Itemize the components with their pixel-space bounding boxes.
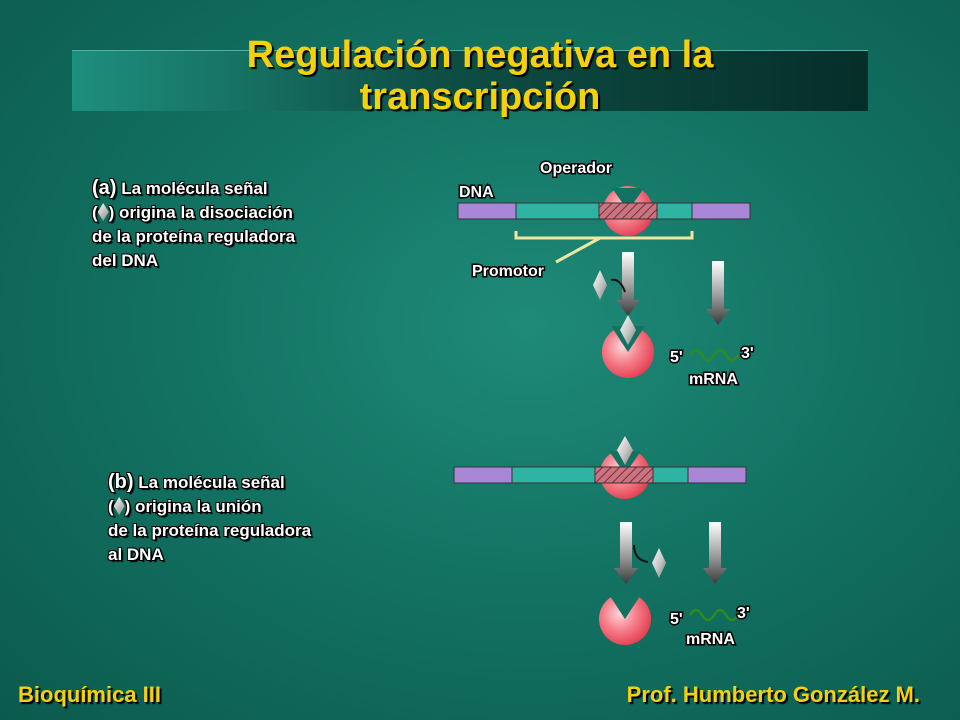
page-title: Regulación negativa en la transcripción	[130, 34, 830, 118]
panel-a-line-3: de la proteína reguladora	[92, 227, 296, 246]
transcription-arrow-icon	[706, 261, 730, 325]
mrna-label-b: mRNA	[686, 631, 735, 648]
signal-molecule-icon	[97, 203, 109, 221]
mrna-label-a: mRNA	[689, 371, 738, 388]
title-line-1: Regulación negativa en la	[246, 34, 714, 76]
signal-molecule-bound-icon	[620, 315, 636, 345]
repressor-notch-free-b	[608, 593, 642, 619]
panel-a-label: (a)	[92, 177, 117, 199]
operator-region-a	[598, 202, 658, 220]
footer-author: Prof. Humberto González M.	[626, 682, 920, 707]
operator-region-b	[594, 466, 654, 484]
panel-b-label: (b)	[108, 471, 134, 493]
mrna-strand-b	[688, 608, 740, 622]
binding-curve-icon	[633, 544, 649, 563]
panel-a-line-1: La molécula señal	[121, 179, 268, 198]
three-prime-label-a: 3'	[741, 345, 754, 362]
signal-molecule-icon	[593, 270, 607, 300]
panel-a-line-2: ) origina la disociación	[108, 203, 293, 222]
panel-b-line-2: ) origina la unión	[124, 497, 262, 516]
mrna-strand-a	[688, 348, 740, 362]
five-prime-label-a: 5'	[670, 349, 683, 366]
operator-label: Operador	[540, 160, 612, 177]
signal-molecule-icon	[652, 548, 666, 578]
panel-b-line-3: de la proteína reguladora	[108, 521, 312, 540]
panel-b-paren: (	[108, 497, 114, 516]
title-line-2: transcripción	[359, 76, 601, 118]
panel-b-description: (b) La molécula señal ( ) origina la unió…	[108, 470, 311, 567]
transcription-arrow-icon	[703, 522, 727, 584]
promoter-pointer	[555, 236, 601, 264]
panel-a-line-4: del DNA	[92, 251, 159, 270]
dissociation-arrow-icon	[616, 252, 640, 316]
title-bar	[72, 50, 868, 111]
panel-a-paren: (	[92, 203, 98, 222]
signal-molecule-bound-icon	[617, 436, 633, 465]
binding-arrow-icon	[614, 522, 638, 584]
promoter-label: Promotor	[472, 263, 544, 280]
five-prime-label-b: 5'	[670, 611, 683, 628]
promoter-bracket	[514, 231, 694, 240]
panel-a-description: (a) La molécula señal ( ) origina la diso…	[92, 176, 295, 273]
panel-b-line-1: La molécula señal	[138, 473, 285, 492]
binding-curve-icon	[610, 278, 626, 293]
panel-b-line-4: al DNA	[108, 545, 164, 564]
dna-label: DNA	[459, 184, 494, 201]
repressor-notch-a	[612, 188, 644, 211]
three-prime-label-b: 3'	[737, 605, 750, 622]
footer-course: Bioquímica III	[18, 682, 162, 707]
signal-molecule-icon	[113, 497, 125, 515]
